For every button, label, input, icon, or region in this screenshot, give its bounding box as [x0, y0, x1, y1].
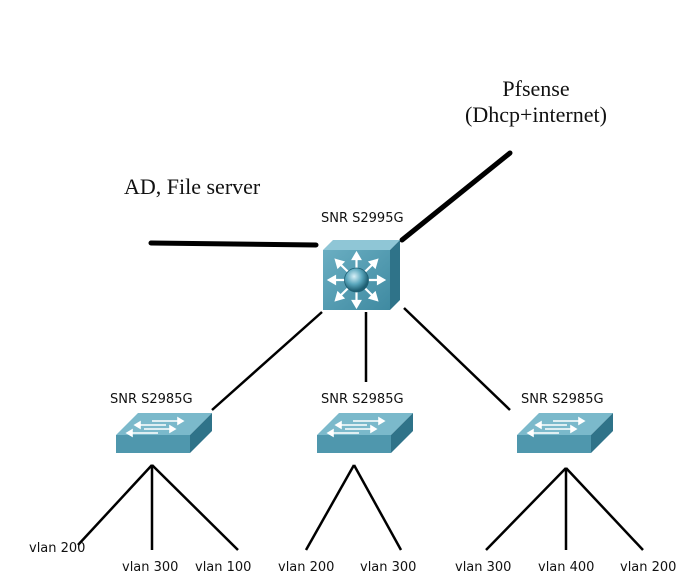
link-sw2-vlan300 [352, 464, 403, 551]
link-core-sw3 [403, 307, 511, 411]
vlan-label: vlan 400 [538, 560, 595, 575]
pfsense-label-line1: Pfsense [502, 76, 570, 101]
vlan-label: vlan 300 [122, 560, 179, 575]
link-ad-core [148, 240, 319, 248]
core-switch-icon[interactable] [323, 240, 400, 310]
pfsense-label-line2: (Dhcp+internet) [465, 102, 607, 127]
access-switch-2-icon[interactable] [317, 413, 413, 453]
vlan-label: vlan 300 [360, 560, 417, 575]
access-switch-3-icon[interactable] [517, 413, 613, 453]
vlan-label: vlan 200 [29, 541, 86, 556]
links [77, 150, 644, 551]
link-core-sw1 [211, 311, 323, 411]
pfsense-label: Pfsense (Dhcp+internet) [436, 76, 636, 128]
link-sw3-vlan300 [485, 467, 567, 551]
vlan-label: vlan 200 [620, 560, 677, 575]
vlan-label: vlan 300 [455, 560, 512, 575]
core-switch-label: SNR S2995G [321, 211, 404, 226]
link-sw2-vlan200 [304, 464, 356, 551]
link-sw3-vlan200 [565, 467, 644, 551]
link-sw1-vlan100 [151, 464, 239, 551]
access-switch-3-label: SNR S2985G [521, 392, 604, 407]
vlan-label: vlan 200 [278, 560, 335, 575]
access-switch-1-label: SNR S2985G [110, 392, 193, 407]
ad-file-server-label: AD, File server [124, 174, 261, 199]
vlan-label: vlan 100 [195, 560, 252, 575]
access-switch-1-icon[interactable] [116, 413, 212, 453]
link-pfsense-core [399, 150, 513, 243]
access-switch-2-label: SNR S2985G [321, 392, 404, 407]
link-sw1-vlan200 [77, 464, 153, 546]
